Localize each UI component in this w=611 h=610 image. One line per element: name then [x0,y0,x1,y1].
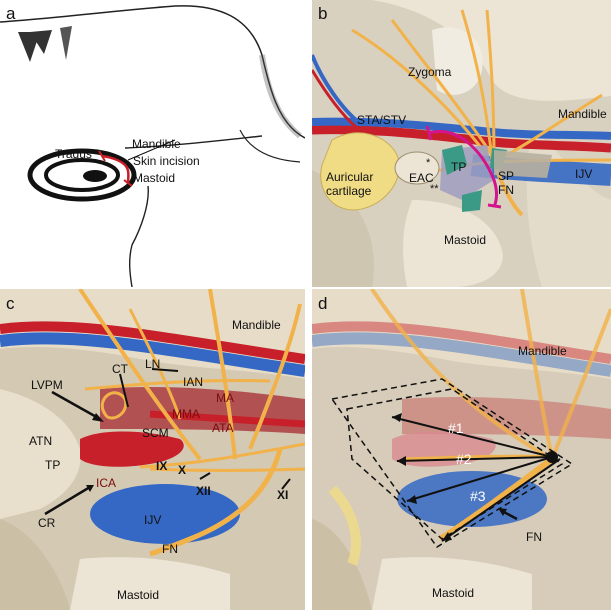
label-x: X [178,463,187,477]
label-tp: TP [451,160,467,174]
label-ian: IAN [183,375,204,389]
label-lvpm: LVPM [31,378,63,392]
label-mastoid: Mastoid [432,586,475,600]
label-ijv: IJV [575,167,593,181]
panel-a: a Tragus Mandible Skin incision Mastoid [0,0,305,287]
label-mastoid: Mastoid [444,233,487,247]
label-double-star: ** [430,183,439,195]
label-ica: ICA [96,476,117,490]
label-mandible: Mandible [558,107,607,121]
parapharyngeal-anatomy-drawing [0,289,305,610]
label-corridor-1: #1 [448,420,464,436]
label-cr: CR [38,516,56,530]
label-scm: SCM [142,426,169,440]
label-xii: XII [196,484,211,498]
label-fn: FN [526,530,542,544]
label-eac: EAC [409,171,434,185]
label-corridor-2: #2 [456,451,472,467]
label-ijv: IJV [144,513,162,527]
label-tragus: Tragus [55,147,92,161]
label-ln: LN [145,357,161,371]
label-ata: ATA [212,421,234,435]
panel-c: c Mandible CT LN IAN MA LVPM MMA SCM ATA… [0,289,305,610]
panel-d: d Mandible #1 #2 #3 FN Mastoid [312,289,611,610]
label-tp: TP [45,458,61,472]
panel-d-letter: d [318,294,328,313]
label-mastoid: Mastoid [133,171,176,185]
label-corridor-3: #3 [470,488,486,504]
surgical-corridors-drawing [312,289,611,610]
panel-a-letter: a [6,4,16,23]
label-mandible: Mandible [232,318,281,332]
label-fn: FN [162,542,178,556]
label-ct: CT [112,362,128,376]
label-mandible: Mandible [132,137,181,151]
face-profile-drawing [0,5,305,287]
label-atn: ATN [29,434,53,448]
panel-b: b Zygoma Mandible STA/STV Auricular cart… [312,0,611,287]
label-sp: SP [498,169,515,183]
label-zygoma: Zygoma [408,65,452,79]
panel-b-letter: b [318,4,328,23]
label-auricular-cartilage: Auricular cartilage [326,170,374,198]
label-ma: MA [216,391,234,405]
label-mastoid: Mastoid [117,588,160,602]
label-xi: XI [277,488,289,502]
temporal-bone-drawing [312,0,611,287]
label-mandible: Mandible [518,344,567,358]
label-skin-incision: Skin incision [133,154,200,168]
label-sta-stv: STA/STV [357,113,407,127]
label-fn: FN [498,183,514,197]
label-star: * [426,157,431,169]
label-ix: IX [156,459,168,473]
label-mma: MMA [172,407,200,421]
panel-c-letter: c [6,294,15,313]
